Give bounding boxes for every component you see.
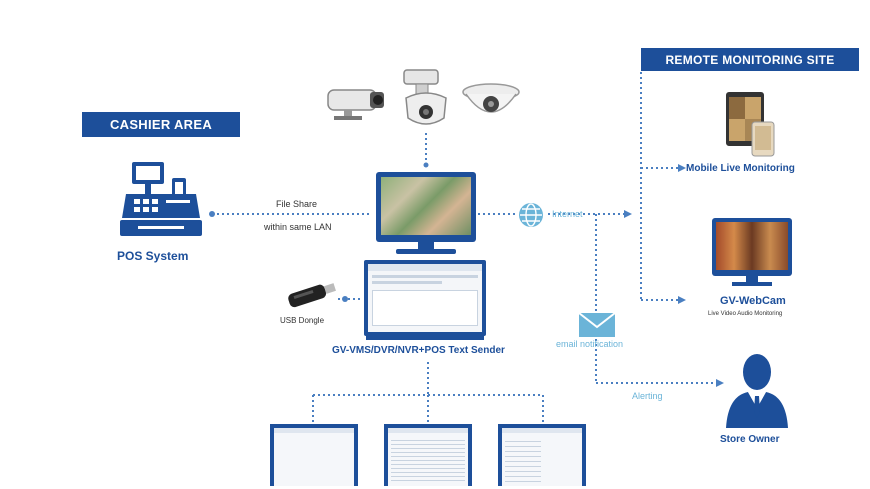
webcam-sublabel: Live Video Audio Monitoring [708,311,783,317]
webcam-monitor-stand [746,276,758,282]
dome-camera-icon [462,83,520,113]
monitor-stand [418,242,434,250]
screen-three [498,424,586,486]
cashier-area-banner: CASHIER AREA [82,112,240,137]
mobile-monitoring-label: Mobile Live Monitoring [686,163,795,174]
email-notification-label: email notification [556,339,624,349]
pos-system-label: POS System [117,249,189,263]
pos-terminal-icon [120,162,202,236]
sender-base [366,336,484,340]
connector-dot [209,211,215,217]
monitor-base [396,249,456,254]
text-sender-label: GV-VMS/DVR/NVR+POS Text Sender [332,345,505,356]
webcam-label: GV-WebCam [720,295,786,307]
file-share-label: File Share [276,199,318,209]
remote-site-banner: REMOTE MONITORING SITE [641,48,859,71]
monitor-screen [381,177,471,235]
same-lan-label: within same LAN [264,222,332,232]
screen-two [384,424,472,486]
text-sender-window [364,260,486,336]
webcam-monitor-base [732,282,772,286]
store-owner-icon [726,354,788,428]
screen-one [270,424,358,486]
envelope-icon [578,312,616,337]
webcam-monitor [712,218,792,276]
surveillance-monitor [376,172,476,242]
alerting-label: Alerting [632,391,663,401]
ptz-camera-icon [403,69,447,125]
arrow-right [624,210,632,218]
internet-label: Internet [552,209,583,219]
mobile-device-icon [726,92,775,157]
bullet-camera-icon [327,89,384,120]
globe-icon [519,203,543,227]
usb-dongle-label: USB Dongle [280,316,325,325]
usb-dongle-icon [288,283,336,308]
store-owner-label: Store Owner [720,434,780,445]
